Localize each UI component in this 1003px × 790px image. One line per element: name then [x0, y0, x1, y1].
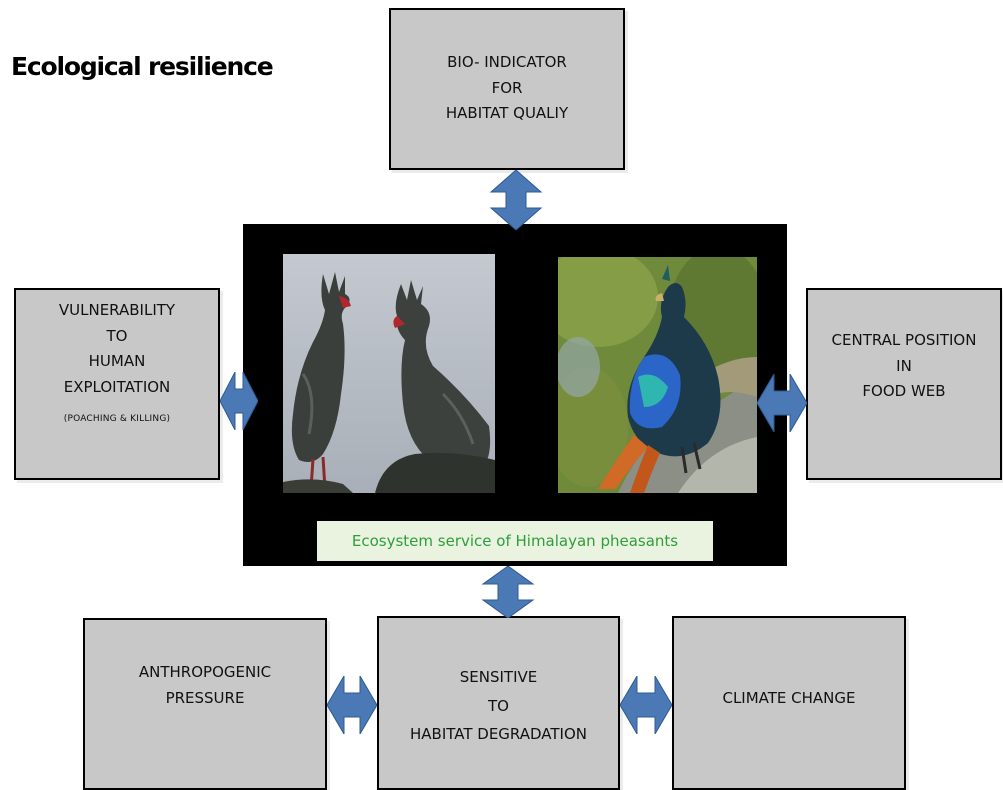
habitat-degradation-line-1: SENSITIVE — [459, 668, 538, 686]
vulnerability-box: VULNERABILITY TO HUMAN EXPLOITATION (POA… — [14, 288, 220, 480]
habitat-degradation-line-2: TO — [488, 696, 509, 715]
food-web-box: CENTRAL POSITION IN FOOD WEB — [806, 288, 1002, 480]
blood-pheasants-photo — [283, 254, 495, 493]
food-web-line-3: FOOD WEB — [862, 382, 946, 400]
diagram-title: Ecological resilience — [11, 52, 274, 81]
anthropogenic-pressure-box: ANTHROPOGENIC PRESSURE — [83, 618, 327, 790]
bio-indicator-line-3: HABITAT QUALIY — [445, 104, 569, 122]
anthropogenic-line-1: ANTHROPOGENIC — [138, 663, 272, 681]
vulnerability-line-3: HUMAN — [88, 352, 146, 370]
center-caption: Ecosystem service of Himalayan pheasants — [317, 521, 713, 561]
arrow-right-icon — [757, 374, 807, 432]
anthropogenic-line-2: PRESSURE — [165, 688, 245, 707]
vulnerability-note: (POACHING & KILLING) — [63, 414, 171, 424]
climate-change-box: CLIMATE CHANGE — [672, 616, 906, 790]
vulnerability-line-1: VULNERABILITY — [58, 301, 176, 319]
vulnerability-line-4: EXPLOITATION — [63, 377, 171, 396]
himalayan-monal-photo — [558, 257, 757, 493]
food-web-line-2: IN — [896, 356, 912, 375]
habitat-degradation-line-3: HABITAT DEGRADATION — [409, 725, 587, 743]
bio-indicator-line-1: BIO- INDICATOR — [447, 53, 567, 71]
arrow-bottom-left-icon — [327, 676, 377, 734]
arrow-bottom-icon — [481, 566, 535, 618]
habitat-degradation-box: SENSITIVE TO HABITAT DEGRADATION — [377, 616, 620, 790]
arrow-top-icon — [489, 170, 543, 230]
food-web-line-1: CENTRAL POSITION — [831, 331, 977, 349]
bio-indicator-box: BIO- INDICATOR FOR HABITAT QUALIY — [389, 8, 625, 170]
climate-change-line-1: CLIMATE CHANGE — [722, 689, 856, 707]
pheasant-panel: Ecosystem service of Himalayan pheasants — [243, 224, 787, 566]
arrow-left-icon — [220, 372, 258, 430]
bio-indicator-line-2: FOR — [491, 78, 523, 97]
arrow-bottom-right-icon — [620, 676, 672, 734]
vulnerability-line-2: TO — [106, 326, 128, 345]
